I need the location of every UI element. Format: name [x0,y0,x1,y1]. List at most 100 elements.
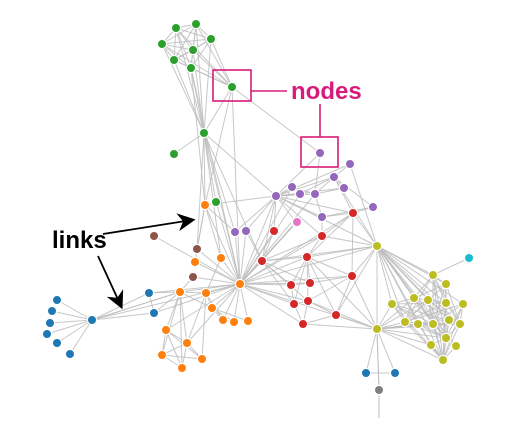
node-olive [425,339,437,351]
node-blue [86,314,98,326]
link [91,283,241,321]
link [404,321,444,361]
node-green [156,38,168,50]
link [404,321,447,339]
link [190,67,241,285]
link [239,193,301,285]
link [203,132,263,262]
node-blue [143,287,155,299]
link [432,283,447,325]
link [309,275,353,284]
link [275,195,297,223]
link [204,204,236,233]
link [273,195,277,232]
link [46,319,93,335]
node-green [168,148,180,160]
node-olive [440,332,452,344]
node-purple [309,188,321,200]
node-cyan [463,252,475,264]
link [333,176,374,208]
node-olive [440,278,452,290]
link [161,291,181,356]
node-green [168,54,180,66]
link [302,314,337,325]
node-brown [148,230,160,242]
node-gray [373,384,385,396]
link [432,257,470,276]
link [261,195,277,262]
link [376,245,393,305]
link [321,212,354,218]
node-blue [148,307,160,319]
link [351,212,354,277]
node-blue [51,337,63,349]
link [290,256,308,286]
link [196,204,206,250]
links-annotation: links [52,213,196,310]
link [239,195,277,285]
link [306,212,354,258]
link [376,328,432,346]
node-blue [360,367,372,379]
node-red [302,295,314,307]
link [391,303,444,361]
link [306,256,353,277]
link [203,38,212,134]
link [306,256,378,330]
link [376,328,444,361]
link [376,245,464,305]
node-olive [371,323,383,335]
node-olive [371,240,383,252]
link [196,132,205,250]
link [306,245,378,258]
link [175,27,205,134]
link [442,303,464,361]
node-green [210,196,222,208]
link [210,38,233,88]
link [148,283,241,294]
node-orange [242,315,254,327]
link [245,195,277,232]
link [245,230,263,262]
highlight-box-green-node [212,69,252,102]
link [203,132,222,259]
link [201,292,207,360]
node-orange [160,324,172,336]
link [321,235,378,247]
link [351,245,378,277]
link [275,176,335,197]
node-green [170,22,182,34]
link [413,283,447,299]
link [204,86,233,206]
link [205,257,222,294]
node-purple [240,225,252,237]
link [91,312,155,321]
link [161,43,233,88]
link [231,86,321,154]
link [404,303,464,323]
link [161,38,212,45]
link [190,67,233,88]
link [179,291,183,369]
link [161,354,203,360]
link [427,299,447,339]
node-orange [228,316,240,328]
link [203,132,277,197]
node-olive [427,269,439,281]
link [302,323,378,330]
link [413,297,447,339]
link [261,230,275,262]
node-olive [386,298,398,310]
node-pink [291,216,303,228]
link [56,299,93,321]
link [261,260,311,284]
node-orange [206,302,218,314]
link [351,275,378,330]
node-red [285,279,297,291]
link [233,283,241,323]
node-olive [437,354,449,366]
link [69,319,93,355]
link [49,319,93,324]
node-orange [176,362,188,374]
links-layer [46,23,470,418]
